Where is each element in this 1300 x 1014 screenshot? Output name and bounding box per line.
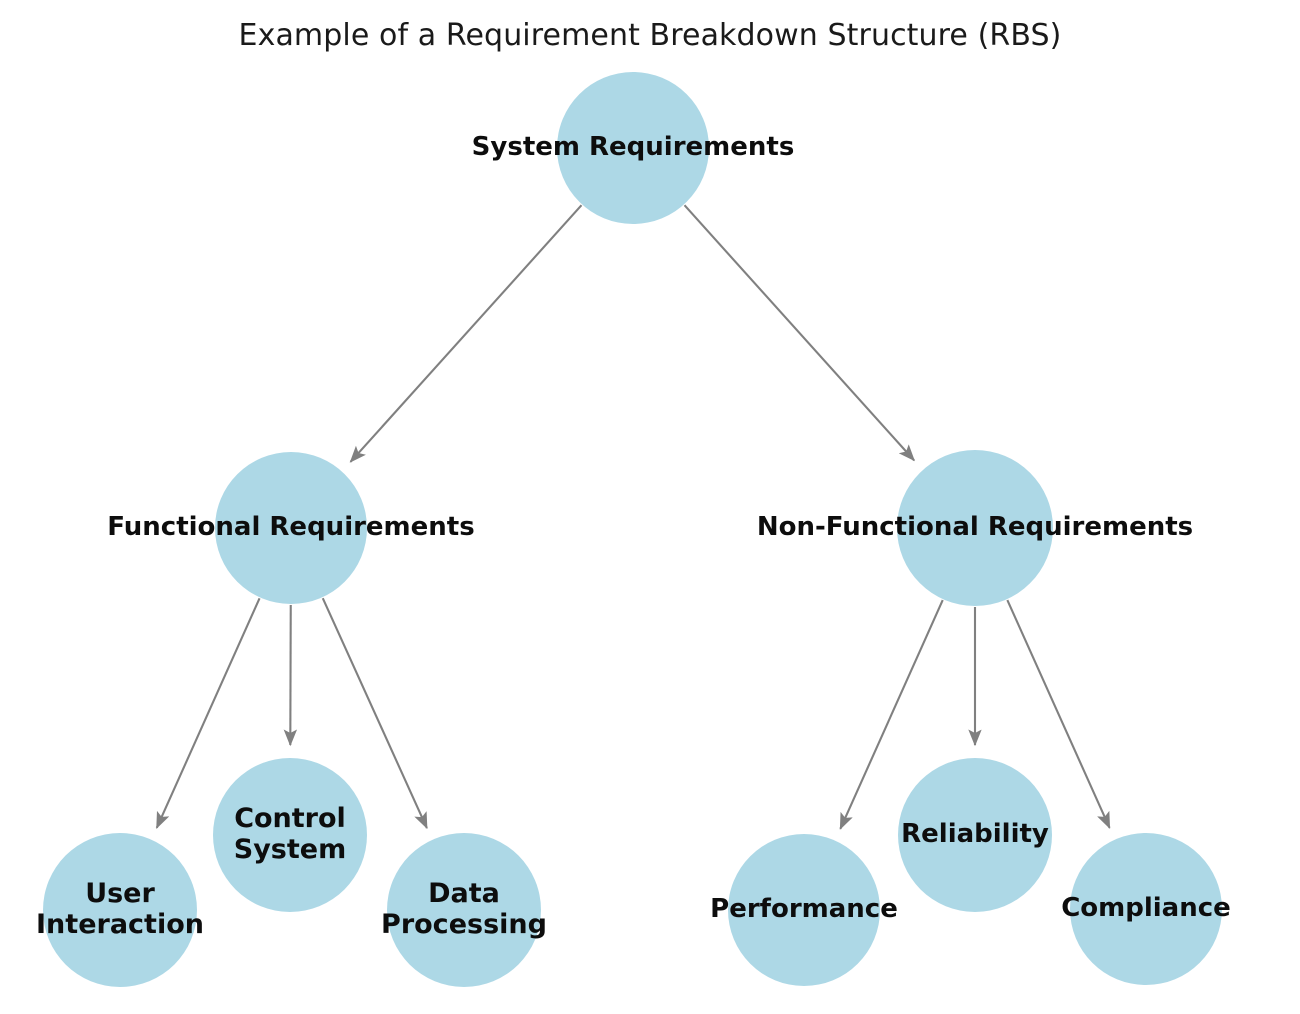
edge-nonfunctional-to-performance	[839, 599, 944, 830]
node-control[interactable]	[213, 758, 367, 912]
node-nonfunctional[interactable]	[897, 450, 1053, 606]
node-system[interactable]	[557, 72, 709, 224]
node-reliability[interactable]	[898, 758, 1052, 912]
node-performance[interactable]	[728, 834, 880, 986]
edge-functional-to-dataproc	[321, 597, 428, 830]
node-user[interactable]	[43, 833, 197, 987]
edge-system-to-functional	[349, 204, 583, 463]
edge-system-to-nonfunctional	[683, 204, 915, 462]
edge-functional-to-user	[155, 597, 261, 830]
edge-paths	[155, 204, 1111, 830]
node-dataproc[interactable]	[387, 833, 541, 987]
node-functional[interactable]	[215, 452, 367, 604]
edge-nonfunctional-to-compliance	[1006, 599, 1111, 829]
node-compliance[interactable]	[1070, 833, 1222, 985]
page-title: Example of a Requirement Breakdown Struc…	[238, 18, 1062, 53]
